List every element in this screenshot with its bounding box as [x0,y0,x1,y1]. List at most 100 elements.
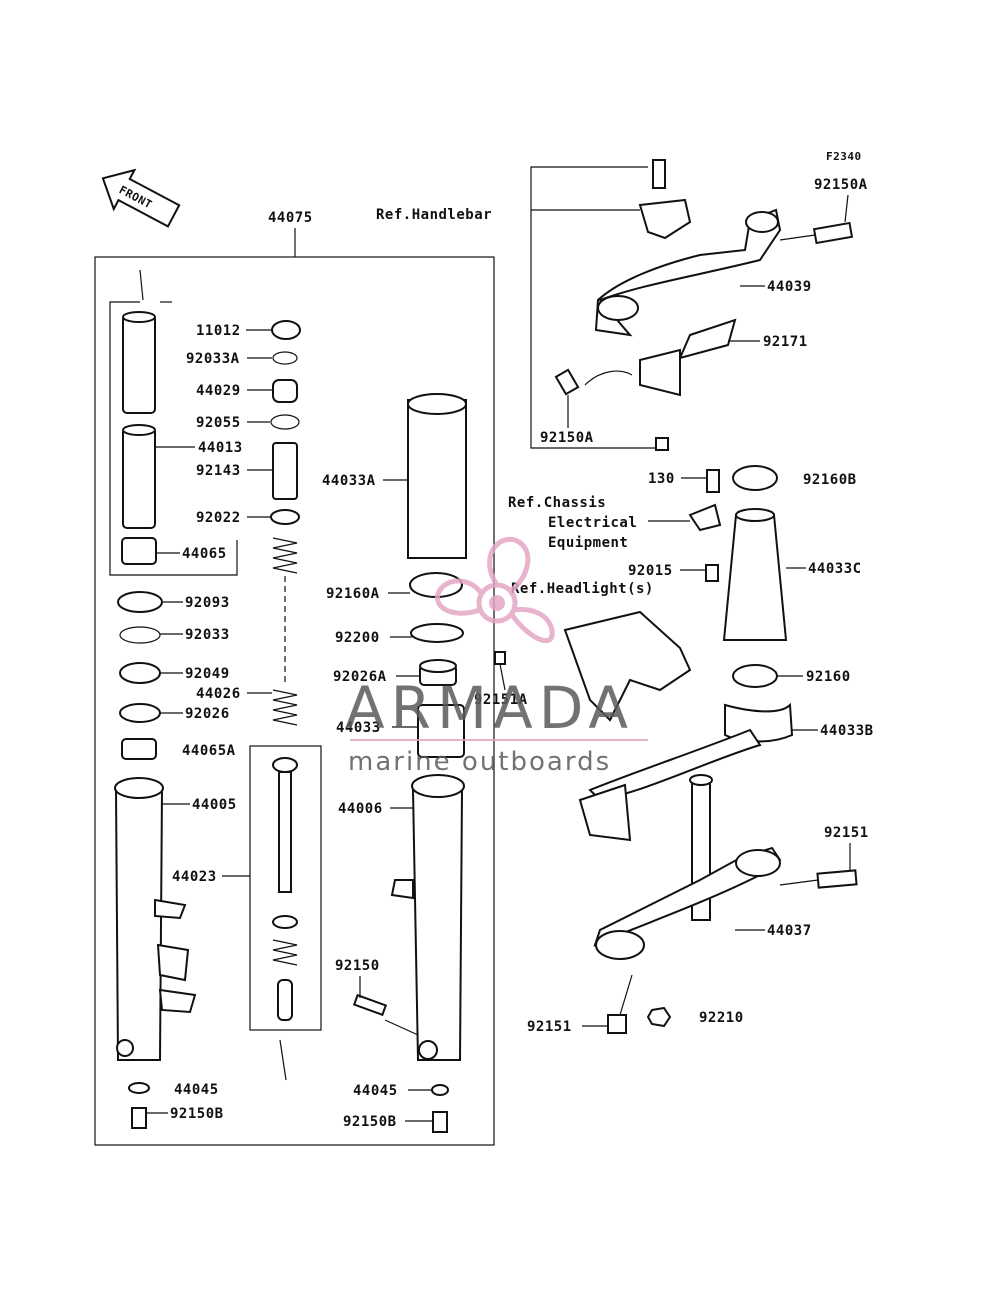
bushing-44065a [121,738,157,760]
nut-top [655,437,669,451]
front-arrow-icon: FRONT [101,168,181,228]
label-44005: 44005 [192,797,237,813]
label-92143: 92143 [196,463,241,479]
guide-92160b [732,465,778,491]
headlight-bracket [563,610,692,722]
bolt-92150b-right [432,1111,448,1133]
cover-44033a [407,399,467,559]
label-44065: 44065 [182,546,227,562]
label-92026: 92026 [185,706,230,722]
bracket-92171 [678,318,737,360]
label-44039: 44039 [767,279,812,295]
label-44037: 44037 [767,923,812,939]
label-44029: 44029 [196,383,241,399]
label-44033a: 44033A [322,473,376,489]
o-ring-92055 [270,414,300,430]
label-44033c: 44033C [808,561,862,577]
oil-seal-92093 [117,591,163,613]
upper-bracket-box [530,166,655,449]
cap-11012 [271,320,301,340]
ref-handlebar: Ref.Handlebar [376,207,492,223]
label-92055: 92055 [196,415,241,431]
snap-ring-92033 [119,626,161,644]
nut-92210 [646,1006,672,1028]
label-44045-left: 44045 [174,1082,219,1098]
label-92160a: 92160A [326,586,380,602]
bolt-top [652,159,666,189]
label-92015: 92015 [628,563,673,579]
damper-rod [278,771,292,893]
bolt-130 [706,469,720,493]
seal-92049 [119,662,161,684]
bolt-92150b-left [131,1107,147,1129]
label-44026: 44026 [196,686,241,702]
bolt-92015 [705,564,719,582]
label-44033b: 44033B [820,723,874,739]
ref-chassis-electrical: Electrical [548,515,637,531]
label-92160b: 92160B [803,472,857,488]
label-44013: 44013 [198,440,243,456]
adjuster-44029 [272,379,298,403]
label-92151-left: 92151 [527,1019,572,1035]
ref-chassis-equipment: Equipment [548,535,628,551]
label-92210: 92210 [699,1010,744,1026]
collar-92143 [272,442,298,500]
washer-44045 [128,1082,150,1094]
label-92093: 92093 [185,595,230,611]
label-92200: 92200 [335,630,380,646]
bolt-92150 [352,993,388,1017]
label-92151-right: 92151 [824,825,869,841]
label-44006: 44006 [338,801,383,817]
ref-chassis: Ref.Chassis [508,495,606,511]
label-44065a: 44065A [182,743,236,759]
inner-tube-lower [122,427,156,529]
label-44075: 44075 [268,210,313,226]
screw-92151a [494,651,506,665]
armada-watermark: ARMADA marine outboards [345,536,648,777]
figure-code: F2340 [826,150,862,163]
label-44023: 44023 [172,869,217,885]
label-92033a: 92033A [186,351,240,367]
ref-headlight: Ref.Headlight(s) [511,581,654,597]
washer-92026 [119,703,161,723]
inner-tube-upper [122,314,156,414]
bolt-92151-right [816,869,858,889]
label-44045-right: 44045 [353,1083,398,1099]
outer-tube-44005 [114,789,164,1061]
washer-44045-right [431,1084,449,1096]
watermark-tagline: marine outboards [348,747,611,777]
damper-box-44023 [249,745,322,1031]
cover-44033 [417,704,465,758]
label-44033: 44033 [336,720,381,736]
propeller-logo-icon [435,536,555,644]
electrical-bracket [688,503,722,532]
handlebar-clamp [638,198,692,240]
label-92151a: 92151A [474,692,528,708]
label-92150b-left: 92150B [170,1106,224,1122]
label-92160: 92160 [806,669,851,685]
label-92150: 92150 [335,958,380,974]
label-92150a-top: 92150A [814,177,868,193]
label-92150b-right: 92150B [343,1114,397,1130]
label-92049: 92049 [185,666,230,682]
watermark-brand: ARMADA [345,674,634,742]
cover-44033c [722,514,788,641]
o-ring-92033a [272,351,298,365]
washer-92200 [410,623,464,643]
label-92026a: 92026A [333,669,387,685]
outer-tube-44006 [411,789,464,1061]
bolt-92150a-top [812,221,854,245]
bolt-92151-left [607,1014,627,1034]
spring-44026 [272,537,298,726]
label-92171: 92171 [763,334,808,350]
label-130: 130 [648,471,675,487]
bolt-92150a-bottom [554,368,580,396]
label-92022: 92022 [196,510,241,526]
bushing-44065 [121,537,157,565]
washer-92022 [270,509,300,525]
guide-92160 [732,664,778,688]
label-92033: 92033 [185,627,230,643]
label-92150a-bottom: 92150A [540,430,594,446]
label-11012: 11012 [196,323,241,339]
